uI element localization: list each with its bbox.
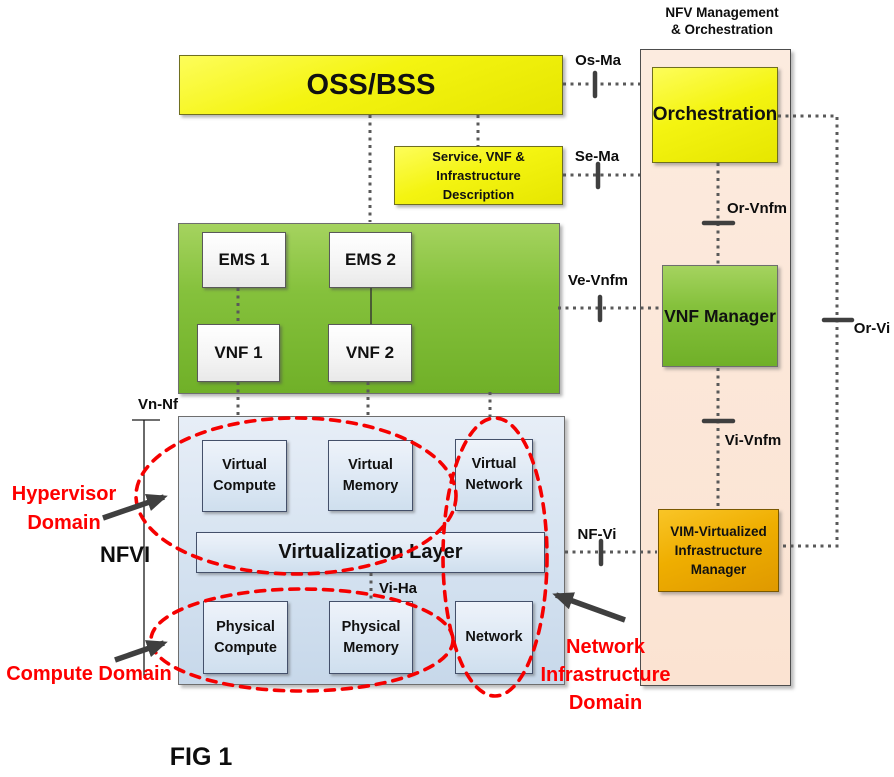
virtual-network-box: Virtual Network — [455, 439, 533, 511]
vnf1-box: VNF 1 — [197, 324, 280, 382]
ref-nf-vi: NF-Vi — [577, 526, 617, 543]
figure-caption: FIG 1 — [169, 743, 233, 771]
ems2-box: EMS 2 — [329, 232, 412, 288]
ems1-box: EMS 1 — [202, 232, 286, 288]
ref-vi-vnfm: Vi-Vnfm — [724, 432, 782, 449]
vim-box: VIM-Virtualized Infrastructure Manager — [658, 509, 779, 592]
orchestration-box: Orchestration — [652, 67, 778, 163]
virtual-memory-box: Virtual Memory — [328, 440, 413, 511]
physical-memory-box: Physical Memory — [329, 601, 413, 674]
ref-or-vi: Or-Vi — [853, 320, 891, 337]
network-infrastructure-domain-label: Network Infrastructure Domain — [540, 636, 671, 714]
ref-ve-vnfm: Ve-Vnfm — [567, 272, 628, 289]
ref-vi-ha: Vi-Ha — [378, 580, 418, 597]
ref-se-ma: Se-Ma — [574, 148, 620, 165]
panel-title-line1: NFV Management — [665, 5, 779, 20]
vnf2-box: VNF 2 — [328, 324, 412, 382]
service-vnf-infrastructure-description-box: Service, VNF & Infrastructure Descriptio… — [394, 146, 563, 205]
oss-bss-box: OSS/BSS — [179, 55, 563, 115]
panel-title-line2: & Orchestration — [670, 21, 774, 37]
hypervisor-domain-label: Hypervisor Domain — [11, 483, 117, 534]
panel-title: NFV Management & Orchestration — [638, 5, 806, 38]
compute-domain-arrow-icon — [114, 640, 168, 663]
virtual-compute-box: Virtual Compute — [202, 440, 287, 512]
vnf-manager-box: VNF Manager — [662, 265, 778, 367]
ref-vn-nf: Vn-Nf — [138, 396, 178, 413]
compute-domain-label: Compute Domain — [6, 663, 172, 685]
ref-os-ma: Os-Ma — [575, 52, 621, 69]
network-box: Network — [455, 601, 533, 674]
virtualization-layer-box: Virtualization Layer — [196, 532, 545, 573]
nfvi-label: NFVI — [99, 542, 151, 567]
network-domain-arrow-icon — [552, 592, 626, 623]
ref-or-vnfm: Or-Vnfm — [727, 200, 787, 217]
physical-compute-box: Physical Compute — [203, 601, 288, 674]
